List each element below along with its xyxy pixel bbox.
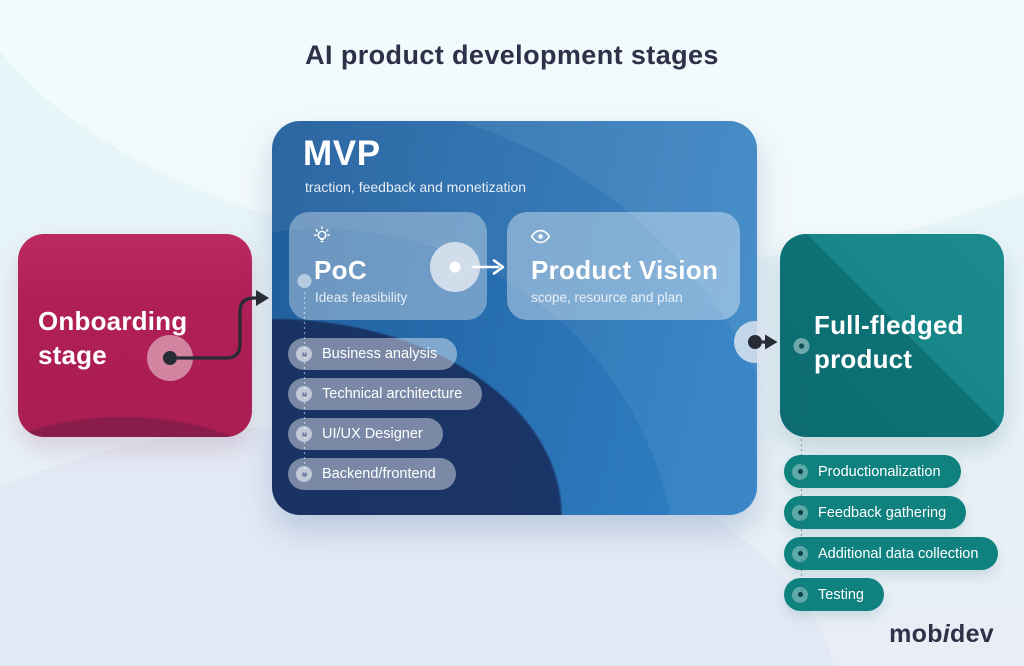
lightbulb-icon bbox=[311, 225, 333, 247]
arrowhead-icon bbox=[256, 290, 269, 306]
poc-card-subtitle: Ideas feasibility bbox=[315, 290, 408, 305]
arrowhead-icon bbox=[765, 334, 778, 350]
bullet-dot-icon bbox=[792, 504, 808, 521]
mvp-pill-label: Technical architecture bbox=[322, 386, 463, 402]
full-fledged-product-box: Full-fledged product bbox=[780, 234, 1004, 437]
mvp-title: MVP bbox=[303, 134, 381, 173]
full-fledged-product-title: Full-fledged product bbox=[814, 310, 964, 375]
mvp-pill-technical-architecture: Technical architecture bbox=[288, 378, 483, 410]
full-pill-additional-data-collection: Additional data collection bbox=[784, 537, 999, 570]
bullet-dot-icon bbox=[296, 386, 312, 402]
mvp-pill-label: UI/UX Designer bbox=[322, 426, 423, 442]
mvp-pill-label: Backend/frontend bbox=[322, 466, 436, 482]
full-pill-testing: Testing bbox=[784, 578, 884, 611]
logo-text: mob bbox=[889, 620, 943, 648]
full-pill-label: Additional data collection bbox=[818, 545, 979, 562]
logo-text: dev bbox=[950, 620, 994, 648]
mvp-stage-box: MVP traction, feedback and monetization … bbox=[272, 121, 757, 515]
onboarding-stage-title: Onboarding stage bbox=[38, 306, 188, 371]
mvp-pill-business-analysis: Business analysis bbox=[288, 338, 458, 370]
onboarding-stage-box: Onboarding stage bbox=[18, 234, 252, 437]
mvp-pill-label: Business analysis bbox=[322, 346, 438, 362]
eye-icon bbox=[529, 225, 551, 247]
mvp-pill-uiux-designer: UI/UX Designer bbox=[288, 418, 443, 450]
product-vision-card-title: Product Vision bbox=[531, 255, 719, 285]
product-vision-card: Product Vision scope, resource and plan bbox=[507, 212, 740, 320]
bullet-dot-icon bbox=[792, 545, 808, 562]
poc-card: PoC Ideas feasibility bbox=[289, 212, 487, 320]
logo-text-italic-i: i bbox=[942, 620, 951, 648]
mvp-subtitle: traction, feedback and monetization bbox=[305, 179, 527, 195]
full-pill-feedback-gathering: Feedback gathering bbox=[784, 496, 967, 529]
poc-card-title: PoC bbox=[314, 255, 367, 285]
product-vision-card-subtitle: scope, resource and plan bbox=[531, 290, 683, 305]
bullet-dot-icon bbox=[296, 426, 312, 442]
bullet-dot-icon bbox=[792, 586, 808, 603]
full-pill-label: Productionalization bbox=[818, 463, 941, 480]
bullet-dot-icon bbox=[792, 463, 808, 480]
bullet-dot-icon bbox=[296, 466, 312, 482]
full-pill-productionalization: Productionalization bbox=[784, 455, 961, 488]
bullet-dot-icon bbox=[296, 346, 312, 362]
full-pill-label: Testing bbox=[818, 586, 864, 603]
mobidev-logo: mobidev bbox=[889, 620, 994, 649]
mvp-pill-backend-frontend: Backend/frontend bbox=[288, 458, 456, 490]
page-title: AI product development stages bbox=[305, 40, 719, 70]
full-pill-label: Feedback gathering bbox=[818, 504, 947, 521]
